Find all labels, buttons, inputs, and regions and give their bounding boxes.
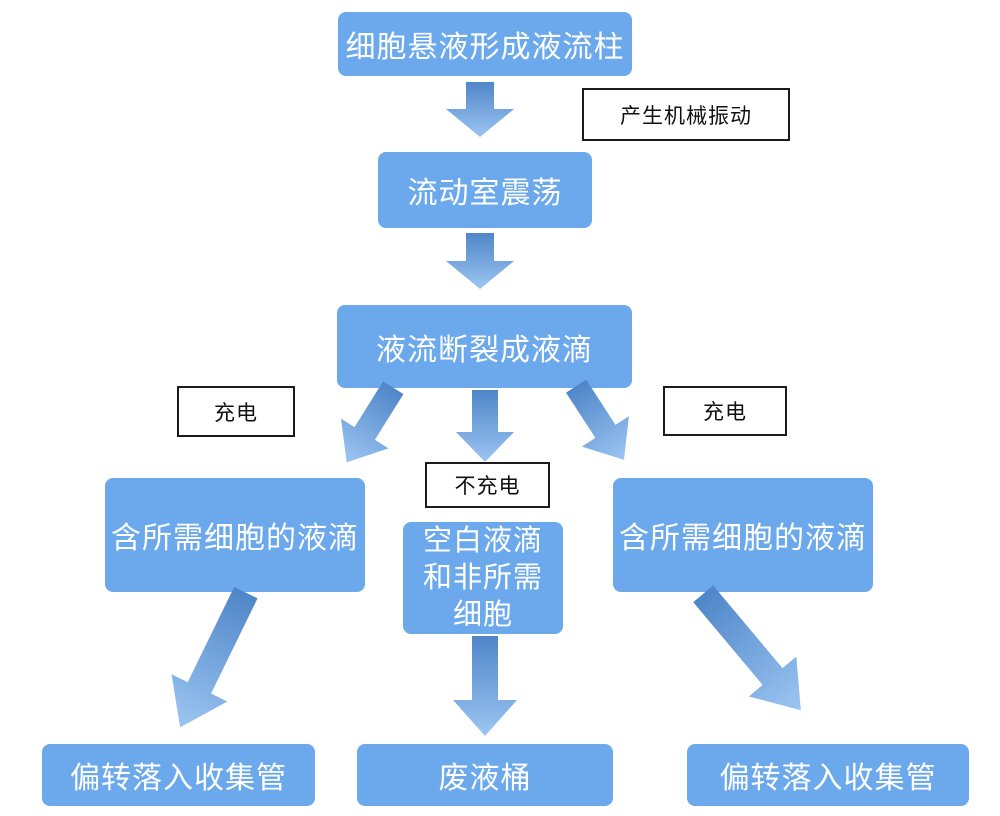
label-mechanical-vibration: 产生机械振动 — [582, 88, 790, 141]
label-charge-left: 充电 — [177, 386, 295, 437]
arrow-down-icon — [446, 233, 514, 289]
arrow-down-left-icon — [171, 586, 258, 728]
node-label: 含所需细胞的液滴 — [111, 522, 359, 555]
label-text: 充电 — [703, 401, 747, 424]
arrow-down-icon — [456, 390, 514, 462]
node-label: 含所需细胞的液滴 — [619, 522, 867, 555]
arrow-down-right-icon — [693, 585, 801, 711]
flow-node-droplet-breakup: 液流断裂成液滴 — [337, 305, 632, 388]
node-label: 流动室震荡 — [407, 177, 563, 210]
node-label: 偏转落入收集管 — [70, 762, 287, 795]
flow-node-desired-droplet-right: 含所需细胞的液滴 — [613, 478, 873, 592]
flow-node-collect-left: 偏转落入收集管 — [42, 744, 315, 806]
flow-node-desired-droplet-left: 含所需细胞的液滴 — [105, 478, 365, 592]
label-text: 产生机械振动 — [620, 104, 752, 128]
flow-node-cell-suspension: 细胞悬液形成液流柱 — [338, 12, 632, 76]
label-text: 充电 — [214, 401, 258, 425]
flow-node-blank-droplet: 空白液滴 和非所需 细胞 — [403, 522, 563, 634]
label-no-charge: 不充电 — [425, 462, 550, 508]
arrow-down-right-icon — [565, 379, 629, 460]
arrow-down-left-icon — [340, 381, 404, 463]
node-label: 细胞悬液形成液流柱 — [345, 31, 625, 64]
node-label: 空白液滴 和非所需 细胞 — [422, 524, 543, 631]
arrow-down-icon — [446, 82, 514, 137]
flow-node-waste: 废液桶 — [357, 744, 613, 806]
node-label: 偏转落入收集管 — [719, 762, 937, 795]
label-text: 不充电 — [454, 475, 521, 498]
node-label: 废液桶 — [438, 762, 532, 795]
flow-node-flow-chamber: 流动室震荡 — [378, 152, 592, 228]
node-label: 液流断裂成液滴 — [376, 333, 593, 367]
arrow-down-icon — [453, 636, 517, 736]
label-charge-right: 充电 — [663, 386, 787, 436]
flow-node-collect-right: 偏转落入收集管 — [687, 744, 969, 806]
